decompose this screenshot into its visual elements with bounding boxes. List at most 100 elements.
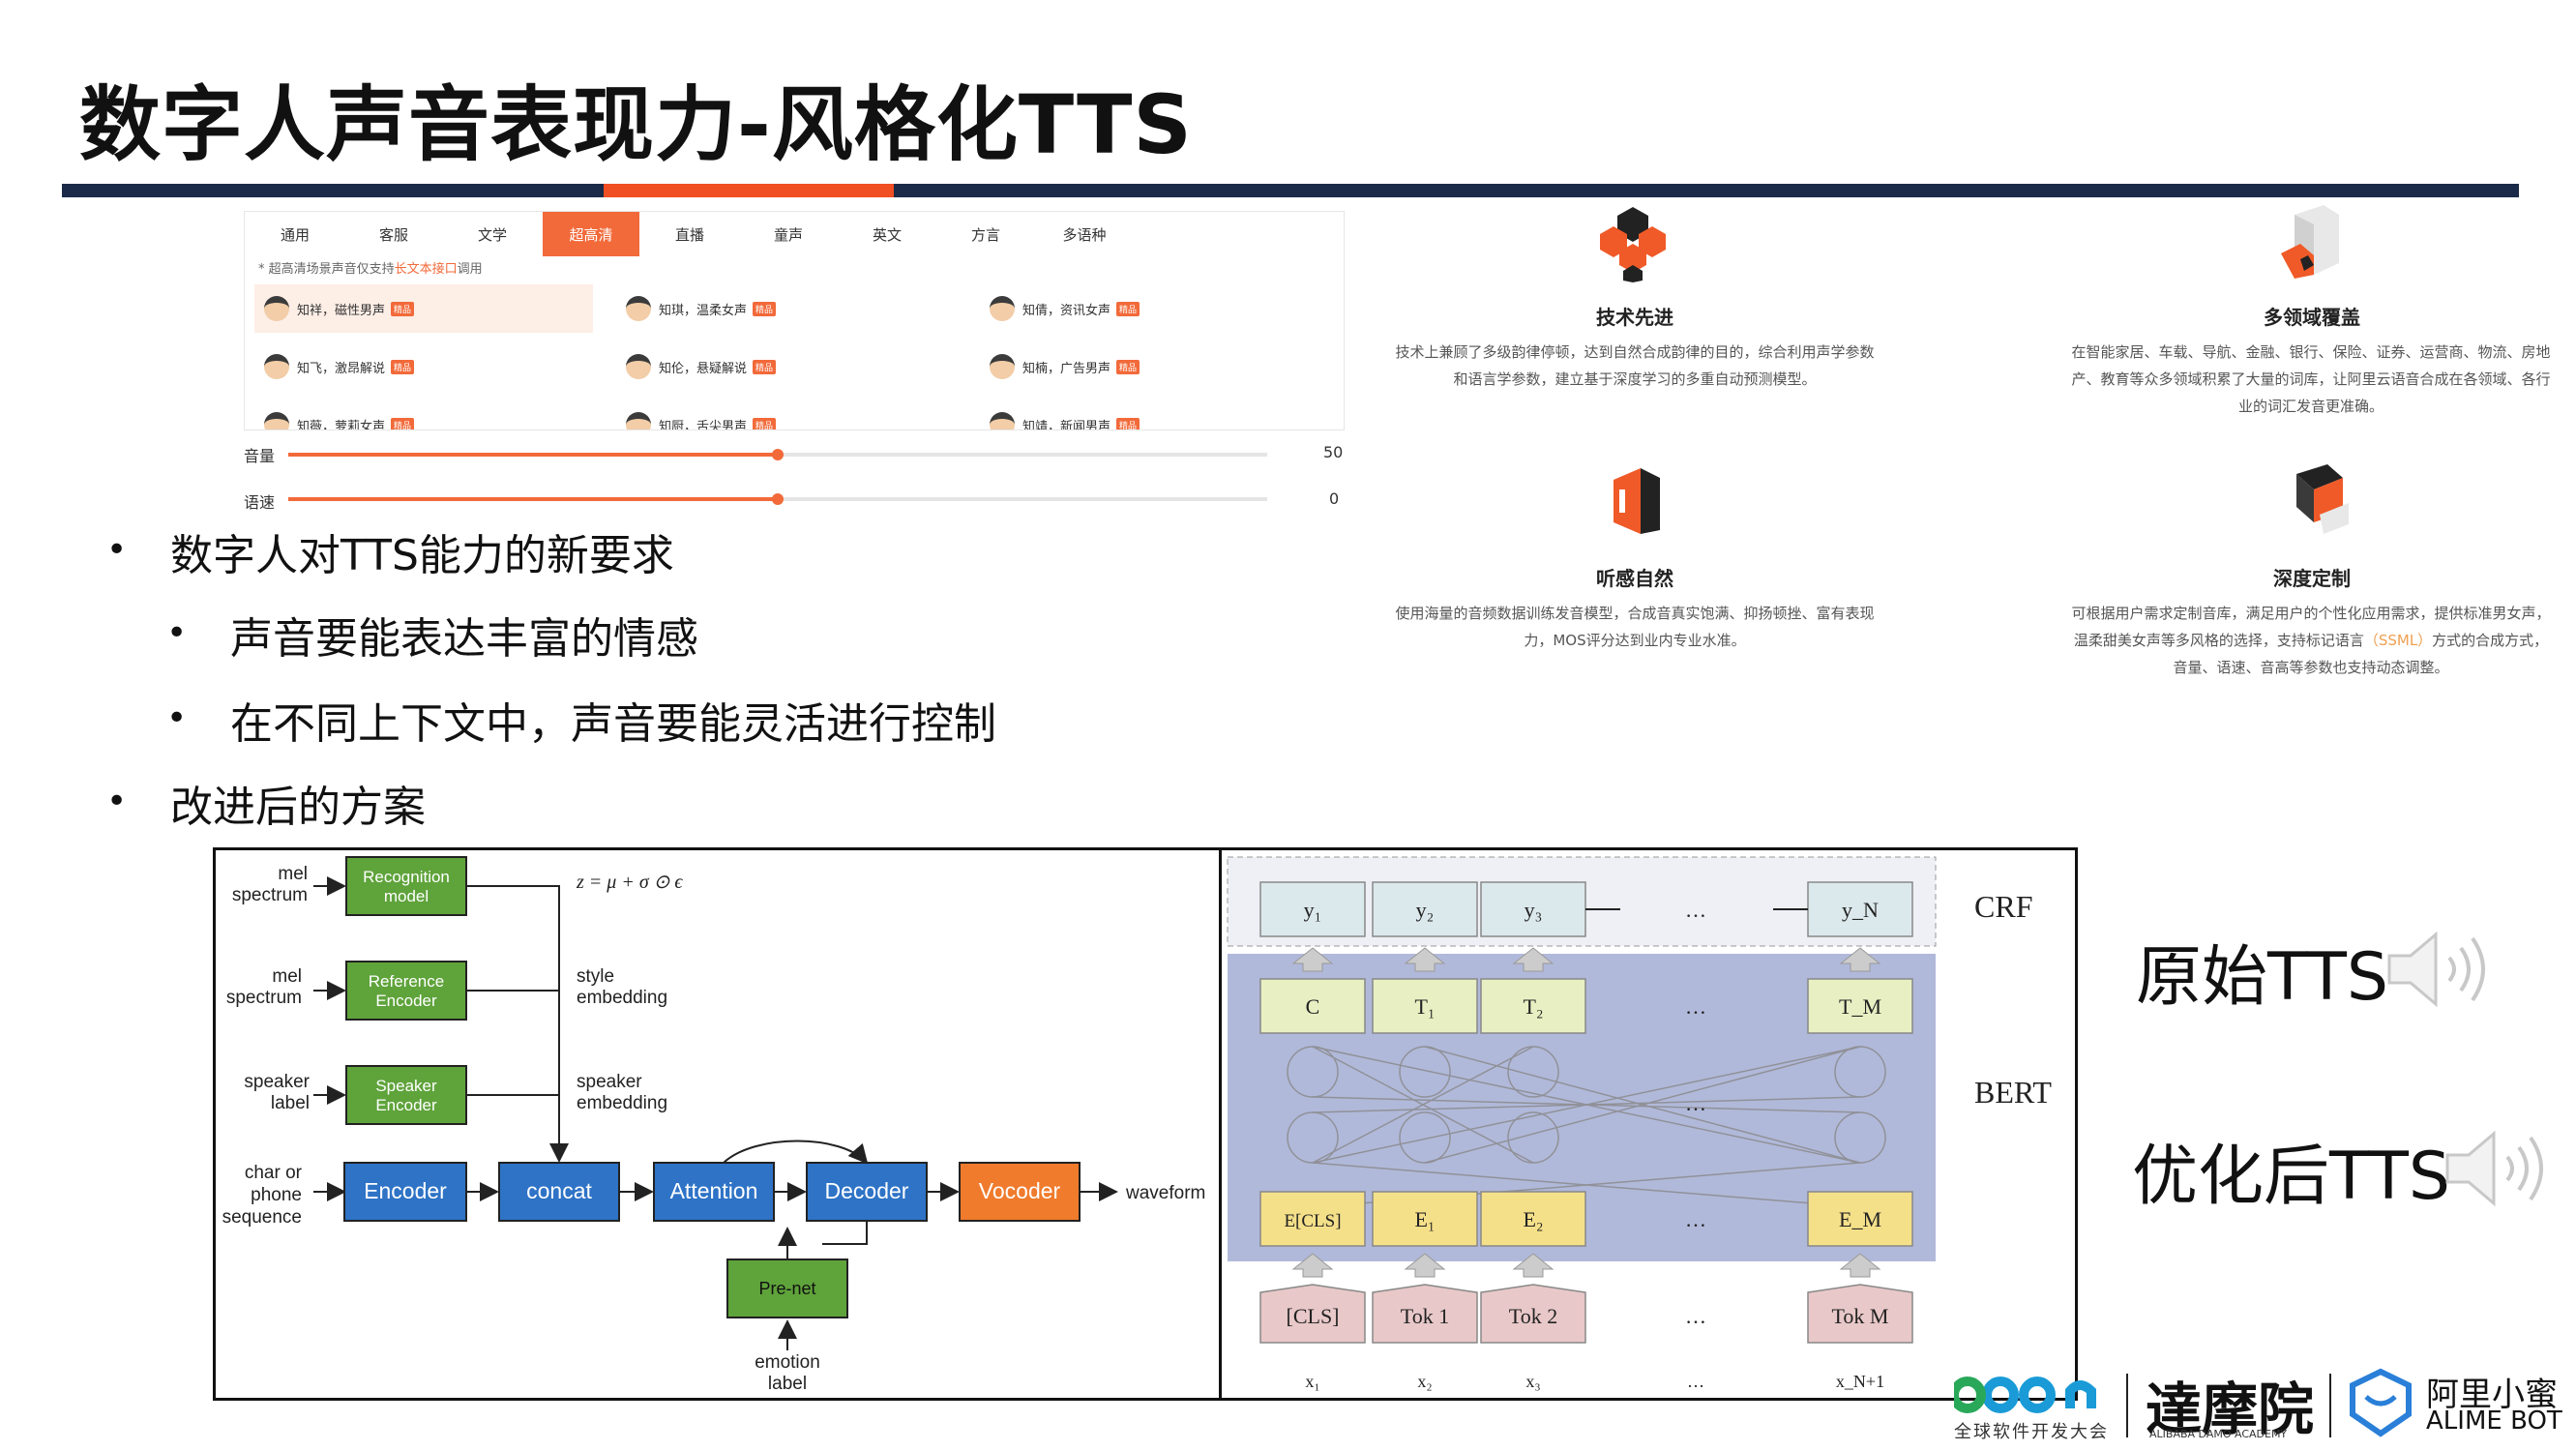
ssml-link[interactable]: （SSML） <box>2363 632 2433 649</box>
puzzle-cube-icon <box>2296 464 2349 534</box>
embedding-e1: E₁ <box>1414 1207 1435 1231</box>
volume-value: 50 <box>1323 443 1344 461</box>
voice-name: 知靖，新闻男声 <box>1022 419 1111 430</box>
embedding-em: E_M <box>1839 1207 1881 1231</box>
hexagon-cluster-icon <box>1600 207 1666 282</box>
logo-divider <box>2126 1374 2128 1437</box>
diagram-divider <box>1219 847 1222 1401</box>
crf-output-ellipsis: … <box>1685 898 1706 922</box>
voice-name: 知琪，温柔女声 <box>659 303 748 318</box>
crf-output-y1: y₁ <box>1304 898 1322 922</box>
emotion-label: emotion <box>755 1352 820 1373</box>
feature-desc-line: 使用海量的音频数据训练发音模型，合成音真实饱满、抑扬顿挫、富有表现 <box>1395 605 1875 622</box>
feature-desc-line: 可根据用户需求定制音库，满足用户的个性化应用需求，提供标准男女声， <box>2071 605 2551 622</box>
input-x3: x₃ <box>1525 1372 1540 1391</box>
voice-name: 知飞，激昂解说 <box>297 361 386 376</box>
bullet-dot: • <box>106 782 128 821</box>
speed-thumb[interactable] <box>772 493 784 505</box>
voice-name: 知楠，广告男声 <box>1022 361 1111 376</box>
input-x2: x₂ <box>1417 1372 1432 1391</box>
feature-desc-line: 业的词汇发音更准确。 <box>2237 398 2384 415</box>
original-tts-label: 原始TTS <box>2136 939 2389 1016</box>
input-label: speaker <box>244 1072 310 1092</box>
input-label: phone <box>251 1185 302 1205</box>
feature-desc-line: 力，MOS评分达到业内专业水准。 <box>1524 632 1746 649</box>
premium-tag: 精品 <box>1116 301 1140 316</box>
style-embedding-label: embedding <box>577 988 667 1008</box>
embedding-ellipsis: … <box>1685 1207 1706 1231</box>
waveform-label: waveform <box>1125 1183 1205 1203</box>
bert-output-tm: T_M <box>1839 994 1881 1019</box>
optimized-tts-label: 优化后TTS <box>2132 1139 2451 1215</box>
feature-desc-line: 产、教育等众多领域积累了大量的词库，让阿里云语音合成在各领域、各行 <box>2071 370 2551 388</box>
volume-thumb[interactable] <box>772 449 784 460</box>
bert-output-ellipsis: … <box>1685 994 1706 1019</box>
alime-en: ALIME BOT <box>2426 1407 2562 1436</box>
speaker-play-icon[interactable] <box>2443 1128 2550 1209</box>
speaker-embedding-label: embedding <box>577 1093 667 1113</box>
feature-desc-line: 在智能家居、车载、导航、金融、银行、保险、证券、运营商、物流、房地 <box>2071 343 2551 361</box>
input-label: spectrum <box>226 988 302 1008</box>
voice-option[interactable]: 知祥，磁性男声精品 <box>254 284 593 333</box>
damo-subtitle: ALIBABA DAMO ACADEMY <box>2149 1428 2288 1440</box>
premium-tag: 精品 <box>753 417 777 429</box>
tab-literature[interactable]: 文学 <box>477 225 507 244</box>
bert-mid-ellipsis: … <box>1685 1091 1706 1115</box>
bullet-requirements: 数字人对TTS能力的新要求 <box>170 531 674 580</box>
damo-logo: 達摩院 <box>2146 1377 2315 1442</box>
speed-label: 语速 <box>244 493 276 512</box>
tab-dialect[interactable]: 方言 <box>970 225 1000 244</box>
input-x1: x₁ <box>1305 1372 1319 1391</box>
prenet-box: Pre-net <box>758 1279 815 1298</box>
feature-desc-line: 音量、语速、音高等参数也支持动态调整。 <box>2173 659 2449 676</box>
alime-cn: 阿里小蜜 <box>2426 1376 2558 1414</box>
attention-box: Attention <box>670 1178 758 1203</box>
speed-value: 0 <box>1329 489 1340 508</box>
tab-multilingual[interactable]: 多语种 <box>1062 225 1107 244</box>
tab-general[interactable]: 通用 <box>280 225 310 244</box>
tab-child[interactable]: 童声 <box>773 225 803 244</box>
voice-option[interactable]: 知厨，舌尖男声精品 <box>616 400 955 429</box>
voice-name: 知祥，磁性男声 <box>297 303 386 318</box>
tts-note-link[interactable]: 长文本接口 <box>394 262 458 277</box>
avatar <box>264 296 289 321</box>
decoder-box: Decoder <box>825 1178 909 1203</box>
bert-output-c: C <box>1306 994 1320 1019</box>
feature-desc: 可根据用户需求定制音库，满足用户的个性化应用需求，提供标准男女声， 温柔甜美女声… <box>2035 600 2576 681</box>
crf-output-y3: y₃ <box>1525 898 1543 922</box>
voice-option[interactable]: 知琪，温柔女声精品 <box>616 284 955 333</box>
embedding-e2: E₂ <box>1523 1207 1543 1231</box>
tab-customer-service[interactable]: 客服 <box>378 225 408 244</box>
vocoder-box: Vocoder <box>979 1178 1061 1203</box>
embedding-cls: E[CLS] <box>1284 1211 1341 1231</box>
feature-desc-part: 温柔甜美女声等多风格的选择，支持标记语言 <box>2073 632 2364 649</box>
tab-live[interactable]: 直播 <box>674 225 704 244</box>
premium-tag: 精品 <box>1116 359 1140 374</box>
style-tts-architecture-diagram: mel spectrum mel spectrum speaker label … <box>222 856 1205 1394</box>
tab-english[interactable]: 英文 <box>872 225 902 244</box>
bullet-improved-solution: 改进后的方案 <box>170 783 426 832</box>
feature-desc: 技术上兼顾了多级韵律停顿，达到自然合成韵律的目的，综合利用声学参数 和语言学参数… <box>1364 339 1906 393</box>
avatar <box>626 412 651 429</box>
style-embedding-label: style <box>577 966 614 987</box>
bullet-dot: • <box>166 698 188 738</box>
tab-ultra-hd[interactable]: 超高清 <box>543 212 639 256</box>
voice-option[interactable]: 知楠，广告男声精品 <box>980 342 1318 391</box>
voice-option[interactable]: 知伦，悬疑解说精品 <box>616 342 955 391</box>
tts-note-suffix: 调用 <box>457 262 483 277</box>
input-xn: x_N+1 <box>1836 1372 1884 1391</box>
token-2: Tok 2 <box>1509 1304 1557 1328</box>
voice-option[interactable]: 知飞，激昂解说精品 <box>254 342 593 391</box>
speaker-play-icon[interactable] <box>2385 929 2492 1010</box>
speed-fill <box>288 497 778 501</box>
alime-shield-icon <box>2350 1368 2412 1437</box>
encoder-box: Encoder <box>364 1178 447 1203</box>
voice-option[interactable]: 知倩，资讯女声精品 <box>980 284 1318 333</box>
concat-box: concat <box>526 1178 592 1203</box>
title-divider <box>62 184 2519 197</box>
qcon-logo <box>1954 1377 2096 1413</box>
voice-option[interactable]: 知靖，新闻男声精品 <box>980 400 1318 430</box>
bullet-context-control: 在不同上下文中，声音要能灵活进行控制 <box>230 699 996 749</box>
voice-option[interactable]: 知薇，萝莉女声精品 <box>254 400 593 429</box>
premium-tag: 精品 <box>391 301 415 316</box>
